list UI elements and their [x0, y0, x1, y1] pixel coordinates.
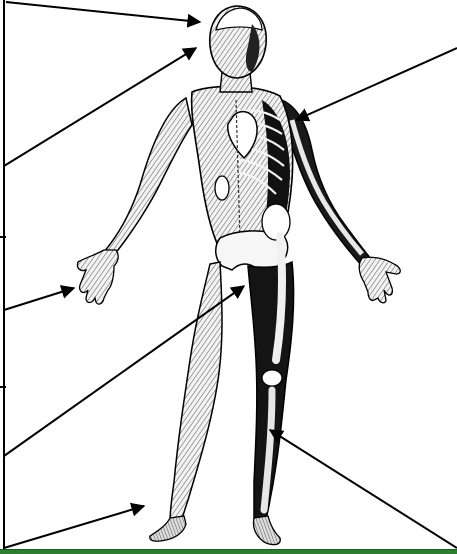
- hip-joint: [262, 204, 290, 240]
- left-hand: [77, 250, 118, 304]
- pointer-line-shoulder: [296, 48, 457, 120]
- bottom-green-rule: [0, 549, 457, 554]
- right-foot: [253, 516, 280, 545]
- left-arm: [98, 98, 192, 262]
- pointer-line-head-top: [6, 2, 200, 22]
- pointer-line-hand: [4, 288, 74, 310]
- left-foot: [150, 516, 186, 541]
- human-body-figure: [77, 6, 400, 545]
- right-hand: [359, 257, 400, 303]
- knee-cap: [262, 370, 282, 386]
- left-leg: [170, 262, 222, 522]
- pointer-line-shin: [270, 430, 457, 548]
- kidney: [215, 176, 229, 200]
- pointer-line-foot: [4, 506, 144, 548]
